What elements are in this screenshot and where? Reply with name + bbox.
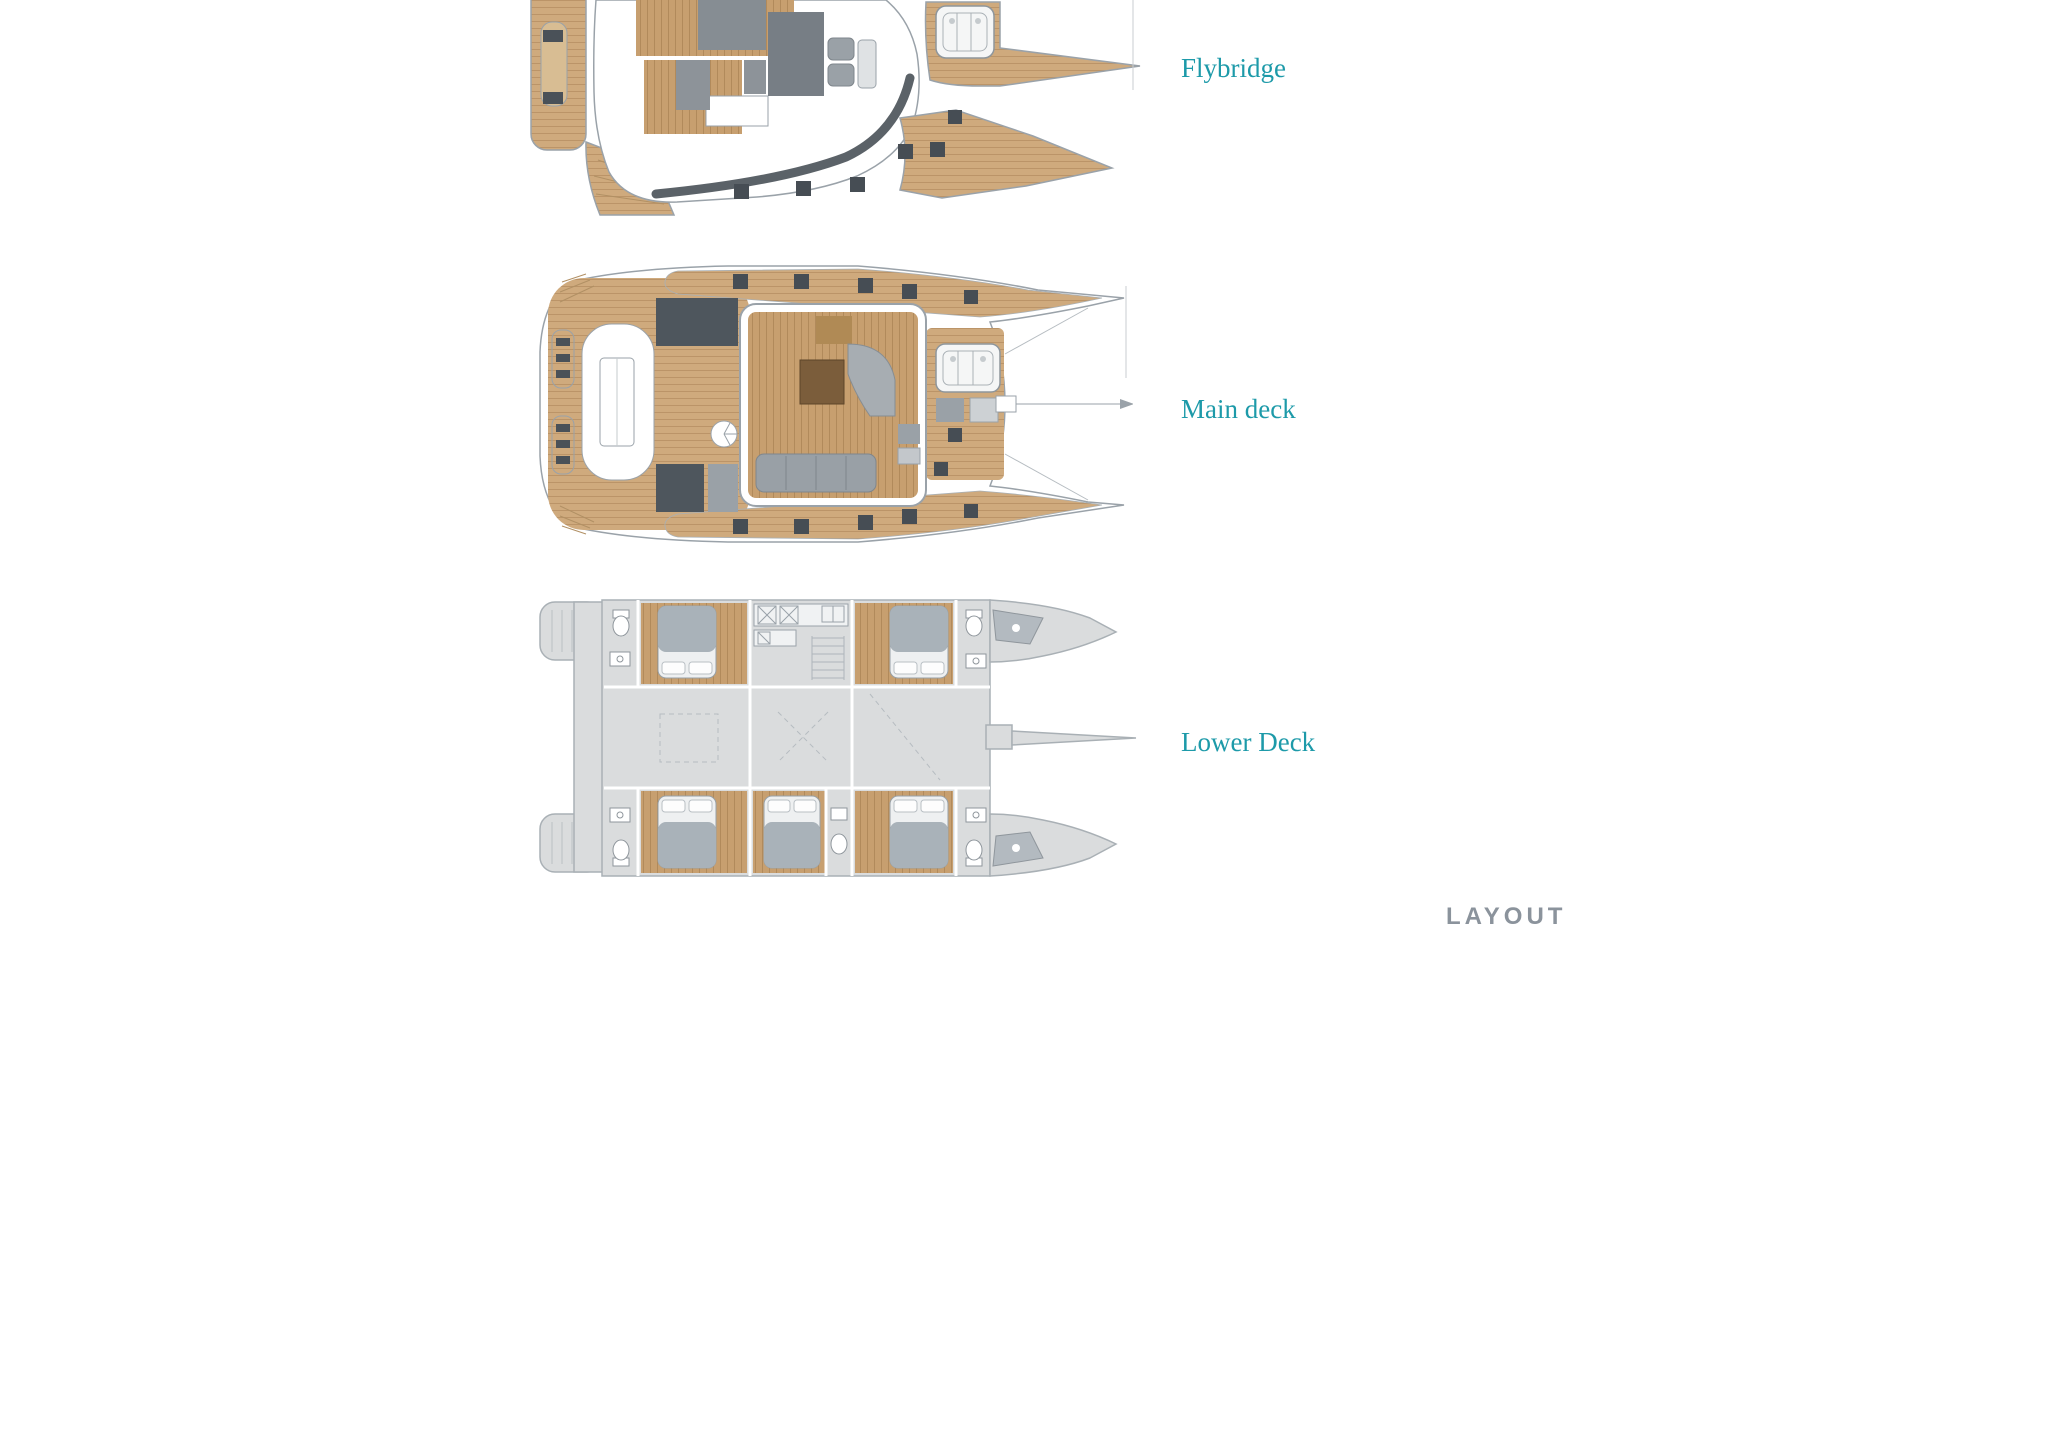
transom-steps <box>551 329 575 475</box>
walls <box>604 600 990 876</box>
bed-icon <box>657 605 717 679</box>
fore-deck <box>899 109 1115 199</box>
dining-table-icon <box>799 359 845 405</box>
flybridge-label: Flybridge <box>1181 53 1286 83</box>
deck-hatches <box>734 110 962 199</box>
sink-icon <box>609 651 987 823</box>
deck-hatch-icon <box>543 30 563 42</box>
lower-deck-label: Lower Deck <box>1181 727 1316 757</box>
deck-hatch-icon <box>934 462 948 476</box>
deck-hatch-icon <box>543 92 563 104</box>
windscreen <box>651 73 915 199</box>
layout-wordmark: LAYOUT <box>1446 903 1567 930</box>
cabinet <box>898 424 920 444</box>
sofa-icon <box>755 453 877 493</box>
lounge-seat <box>676 60 710 110</box>
bed-icon <box>763 795 821 869</box>
flybridge-table <box>705 95 769 127</box>
side-deck <box>664 490 1103 540</box>
fore-seat <box>969 397 999 423</box>
spiral-stair-icon <box>710 420 738 448</box>
fore-seat <box>936 398 964 422</box>
galley-icon <box>753 603 849 647</box>
cabinet <box>897 447 921 465</box>
helm-seat <box>827 63 855 87</box>
main-deck-plan <box>539 265 1133 543</box>
layout-dashes <box>659 693 941 781</box>
stern-steps <box>551 610 573 864</box>
bed-icon <box>889 795 949 869</box>
lower-deck-plan <box>539 599 1137 877</box>
salon-rug <box>816 316 852 344</box>
lounge-seat <box>768 12 824 96</box>
chaise-icon <box>847 343 896 417</box>
lounge-seat <box>744 60 766 94</box>
bed-icon <box>889 605 949 679</box>
hot-tub-icon <box>935 5 995 59</box>
hot-tub-icon <box>935 343 1001 393</box>
deck-hatch-icon <box>948 428 962 442</box>
side-deck <box>664 268 1103 318</box>
main-deck-label: Main deck <box>1181 394 1296 424</box>
flybridge-plan <box>530 0 1141 216</box>
deck-hatches <box>733 274 978 534</box>
sunpad <box>698 0 766 50</box>
bed-icon <box>657 795 717 869</box>
aft-seat <box>708 464 738 512</box>
stairs-icon <box>811 636 845 680</box>
toilet-icon <box>612 609 983 867</box>
helm-console <box>857 39 877 89</box>
bowsprit <box>995 286 1133 501</box>
bow-vanity <box>992 609 1044 867</box>
helm-seat <box>827 37 855 61</box>
aft-seat <box>656 464 704 512</box>
side-locker <box>540 21 568 107</box>
galley-module <box>656 298 738 346</box>
